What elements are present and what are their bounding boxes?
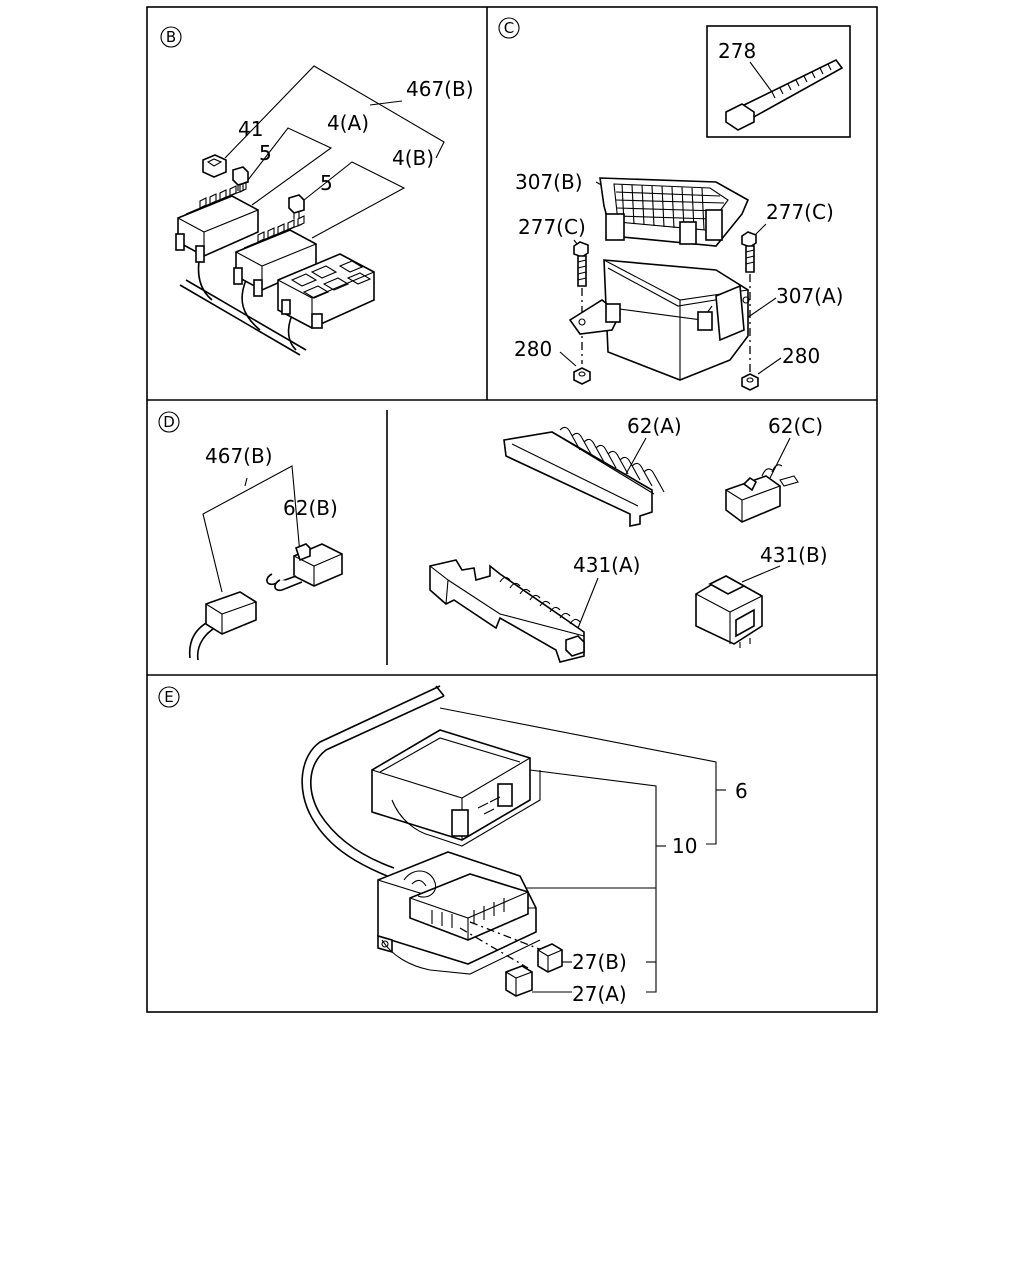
panel-d-right: 62(A) 62(C) 431(A) 431(B) bbox=[429, 414, 828, 663]
label-280-left: 280 bbox=[514, 337, 552, 361]
label-467b-d: 467(B) bbox=[205, 444, 273, 468]
relay-box-upper bbox=[371, 729, 541, 847]
panel-d-leaders bbox=[202, 465, 301, 593]
inset-box-278: 278 bbox=[706, 25, 851, 138]
relay-box-lower bbox=[377, 851, 543, 975]
connector-4b bbox=[233, 215, 317, 297]
label-4b: 4(B) bbox=[392, 146, 434, 170]
label-467b: 467(B) bbox=[406, 77, 474, 101]
fuse-block bbox=[277, 253, 375, 329]
label-6: 6 bbox=[735, 779, 748, 803]
wire-end-connector bbox=[188, 591, 257, 661]
label-431a: 431(A) bbox=[573, 553, 640, 577]
label-278: 278 bbox=[718, 39, 756, 63]
nut-280-right bbox=[741, 373, 759, 391]
panel-frames bbox=[146, 6, 878, 1013]
clip-5-lower bbox=[288, 194, 305, 219]
panel-d-marker: D bbox=[158, 411, 180, 433]
label-277c-left: 277(C) bbox=[518, 215, 586, 239]
panel-d-right-leaders bbox=[577, 437, 791, 629]
svg-text:B: B bbox=[166, 28, 176, 46]
connector-62b bbox=[266, 543, 343, 592]
box-307a bbox=[568, 259, 750, 381]
housing-431a bbox=[429, 559, 585, 663]
panel-e-harness bbox=[301, 685, 445, 879]
panel-d: D 467(B) 62(B) bbox=[158, 411, 343, 661]
label-10: 10 bbox=[672, 834, 697, 858]
svg-text:C: C bbox=[504, 19, 514, 37]
relay-27a bbox=[505, 965, 533, 997]
bolt-277c-right bbox=[741, 231, 757, 372]
panel-c: C 278 307(B) 277(C) 277(C) 307(A) 280 28… bbox=[498, 17, 851, 391]
label-62a: 62(A) bbox=[627, 414, 682, 438]
connector-62c bbox=[725, 464, 799, 523]
label-307b: 307(B) bbox=[515, 170, 583, 194]
panel-e-marker: E bbox=[158, 686, 180, 708]
panel-e: E 6 10 27(B) 27(A) bbox=[158, 685, 748, 1006]
svg-text:D: D bbox=[163, 413, 175, 431]
connector-4a bbox=[175, 181, 259, 263]
panel-b-leaders bbox=[224, 65, 445, 239]
label-307a: 307(A) bbox=[776, 284, 843, 308]
label-431b: 431(B) bbox=[760, 543, 828, 567]
label-27a: 27(A) bbox=[572, 982, 627, 1006]
label-62b: 62(B) bbox=[283, 496, 338, 520]
label-62c: 62(C) bbox=[768, 414, 823, 438]
label-5-upper: 5 bbox=[259, 141, 272, 165]
cover-307b bbox=[599, 177, 750, 247]
label-41: 41 bbox=[238, 117, 263, 141]
label-5-lower: 5 bbox=[320, 171, 333, 195]
relay-27b bbox=[537, 943, 563, 973]
svg-text:E: E bbox=[164, 688, 173, 706]
panel-e-leaders bbox=[439, 707, 726, 993]
label-4a: 4(A) bbox=[327, 111, 369, 135]
clip-41 bbox=[202, 154, 227, 178]
terminal-strip-62a bbox=[503, 426, 665, 527]
label-27b: 27(B) bbox=[572, 950, 627, 974]
mesh-grid bbox=[615, 183, 725, 231]
panel-b-harness bbox=[179, 254, 307, 356]
label-277c-right: 277(C) bbox=[766, 200, 834, 224]
bolt-277c-left bbox=[573, 241, 589, 364]
panel-b-marker: B bbox=[160, 26, 182, 48]
housing-431b bbox=[695, 575, 763, 648]
clip-5-upper bbox=[232, 166, 249, 191]
label-280-right: 280 bbox=[782, 344, 820, 368]
panel-b: B 467(B) 41 4(A) 5 4(B) 5 bbox=[160, 26, 474, 356]
tie-strap-icon bbox=[725, 58, 844, 131]
panel-c-marker: C bbox=[498, 17, 520, 39]
nut-280-left bbox=[573, 367, 591, 385]
